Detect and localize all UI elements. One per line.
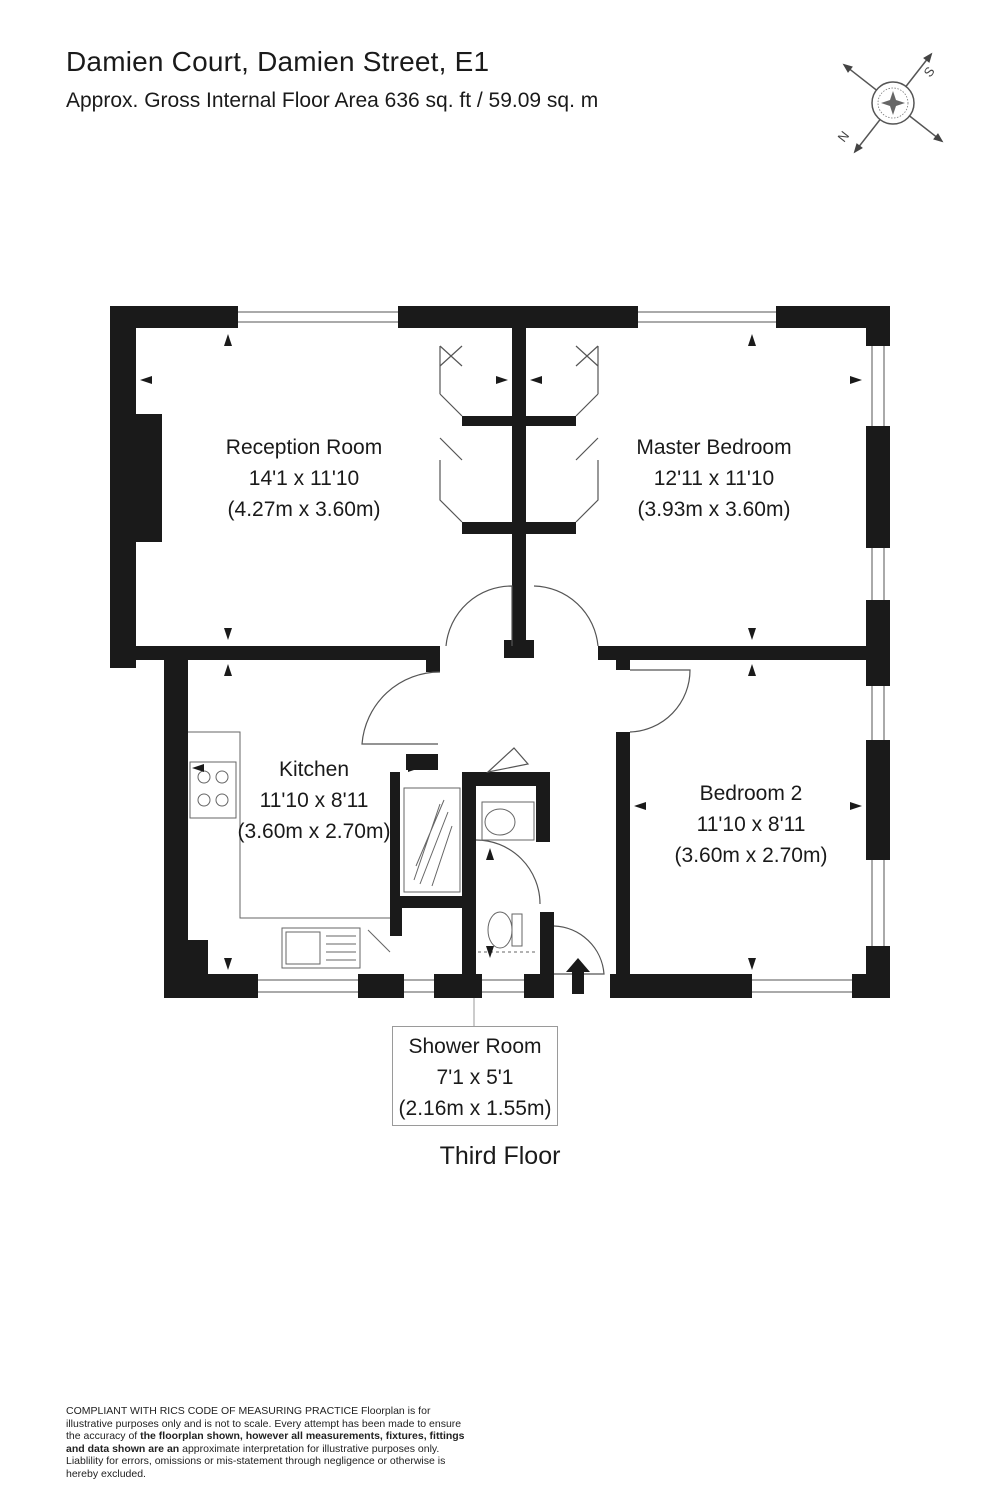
entrance-arrow-icon xyxy=(566,958,590,994)
kitchen-name: Kitchen xyxy=(278,758,350,781)
shower-room-imperial: 7'1 x 5'1 xyxy=(436,1066,514,1089)
bedroom-2-name: Bedroom 2 xyxy=(699,782,803,805)
kitchen-fittings xyxy=(188,731,391,969)
master-bedroom-metric: (3.93m x 3.60m) xyxy=(637,498,791,521)
disclaimer-text: COMPLIANT WITH RICS CODE OF MEASURING PR… xyxy=(66,1405,466,1481)
interior-walls xyxy=(110,306,890,974)
master-bedroom-label: Master Bedroom 12'11 x 11'10 (3.93m x 3.… xyxy=(614,432,814,525)
master-bedroom-imperial: 12'11 x 11'10 xyxy=(653,467,775,490)
reception-room-imperial: 14'1 x 11'10 xyxy=(248,467,360,490)
compass-icon: N S xyxy=(835,52,944,154)
reception-room-metric: (4.27m x 3.60m) xyxy=(227,498,381,521)
bedroom-2-label: Bedroom 2 11'10 x 8'11 (3.60m x 2.70m) xyxy=(651,778,851,871)
bedroom-2-imperial: 11'10 x 8'11 xyxy=(696,813,806,836)
property-title: Damien Court, Damien Street, E1 xyxy=(66,46,490,77)
kitchen-label: Kitchen 11'10 x 8'11 (3.60m x 2.70m) xyxy=(236,754,392,847)
shower-room-label: Shower Room 7'1 x 5'1 (2.16m x 1.55m) xyxy=(392,1026,558,1126)
disclaimer-bold: the floorplan shown, however all measure… xyxy=(66,1430,465,1455)
dimension-arrows xyxy=(140,334,862,970)
disclaimer-part-2: approximate interpretation for illustrat… xyxy=(66,1442,446,1480)
kitchen-imperial: 11'10 x 8'11 xyxy=(259,789,369,812)
shower-room-metric: (2.16m x 1.55m) xyxy=(398,1097,552,1120)
bedroom-2-metric: (3.60m x 2.70m) xyxy=(674,844,828,867)
kitchen-metric: (3.60m x 2.70m) xyxy=(237,820,391,843)
master-bedroom-name: Master Bedroom xyxy=(636,436,792,459)
outer-walls xyxy=(110,306,890,998)
disclaimer-part-1: COMPLIANT WITH RICS CODE OF MEASURING PR… xyxy=(66,1405,462,1443)
bathroom-fixtures xyxy=(403,787,538,953)
floor-name: Third Floor xyxy=(439,1142,561,1170)
floor-area-subtitle: Approx. Gross Internal Floor Area 636 sq… xyxy=(66,89,599,112)
reception-room-label: Reception Room 14'1 x 11'10 (4.27m x 3.6… xyxy=(204,432,404,525)
window-frames xyxy=(238,311,885,993)
doors xyxy=(361,345,691,975)
shower-room-name: Shower Room xyxy=(408,1035,542,1058)
reception-room-name: Reception Room xyxy=(225,436,383,459)
